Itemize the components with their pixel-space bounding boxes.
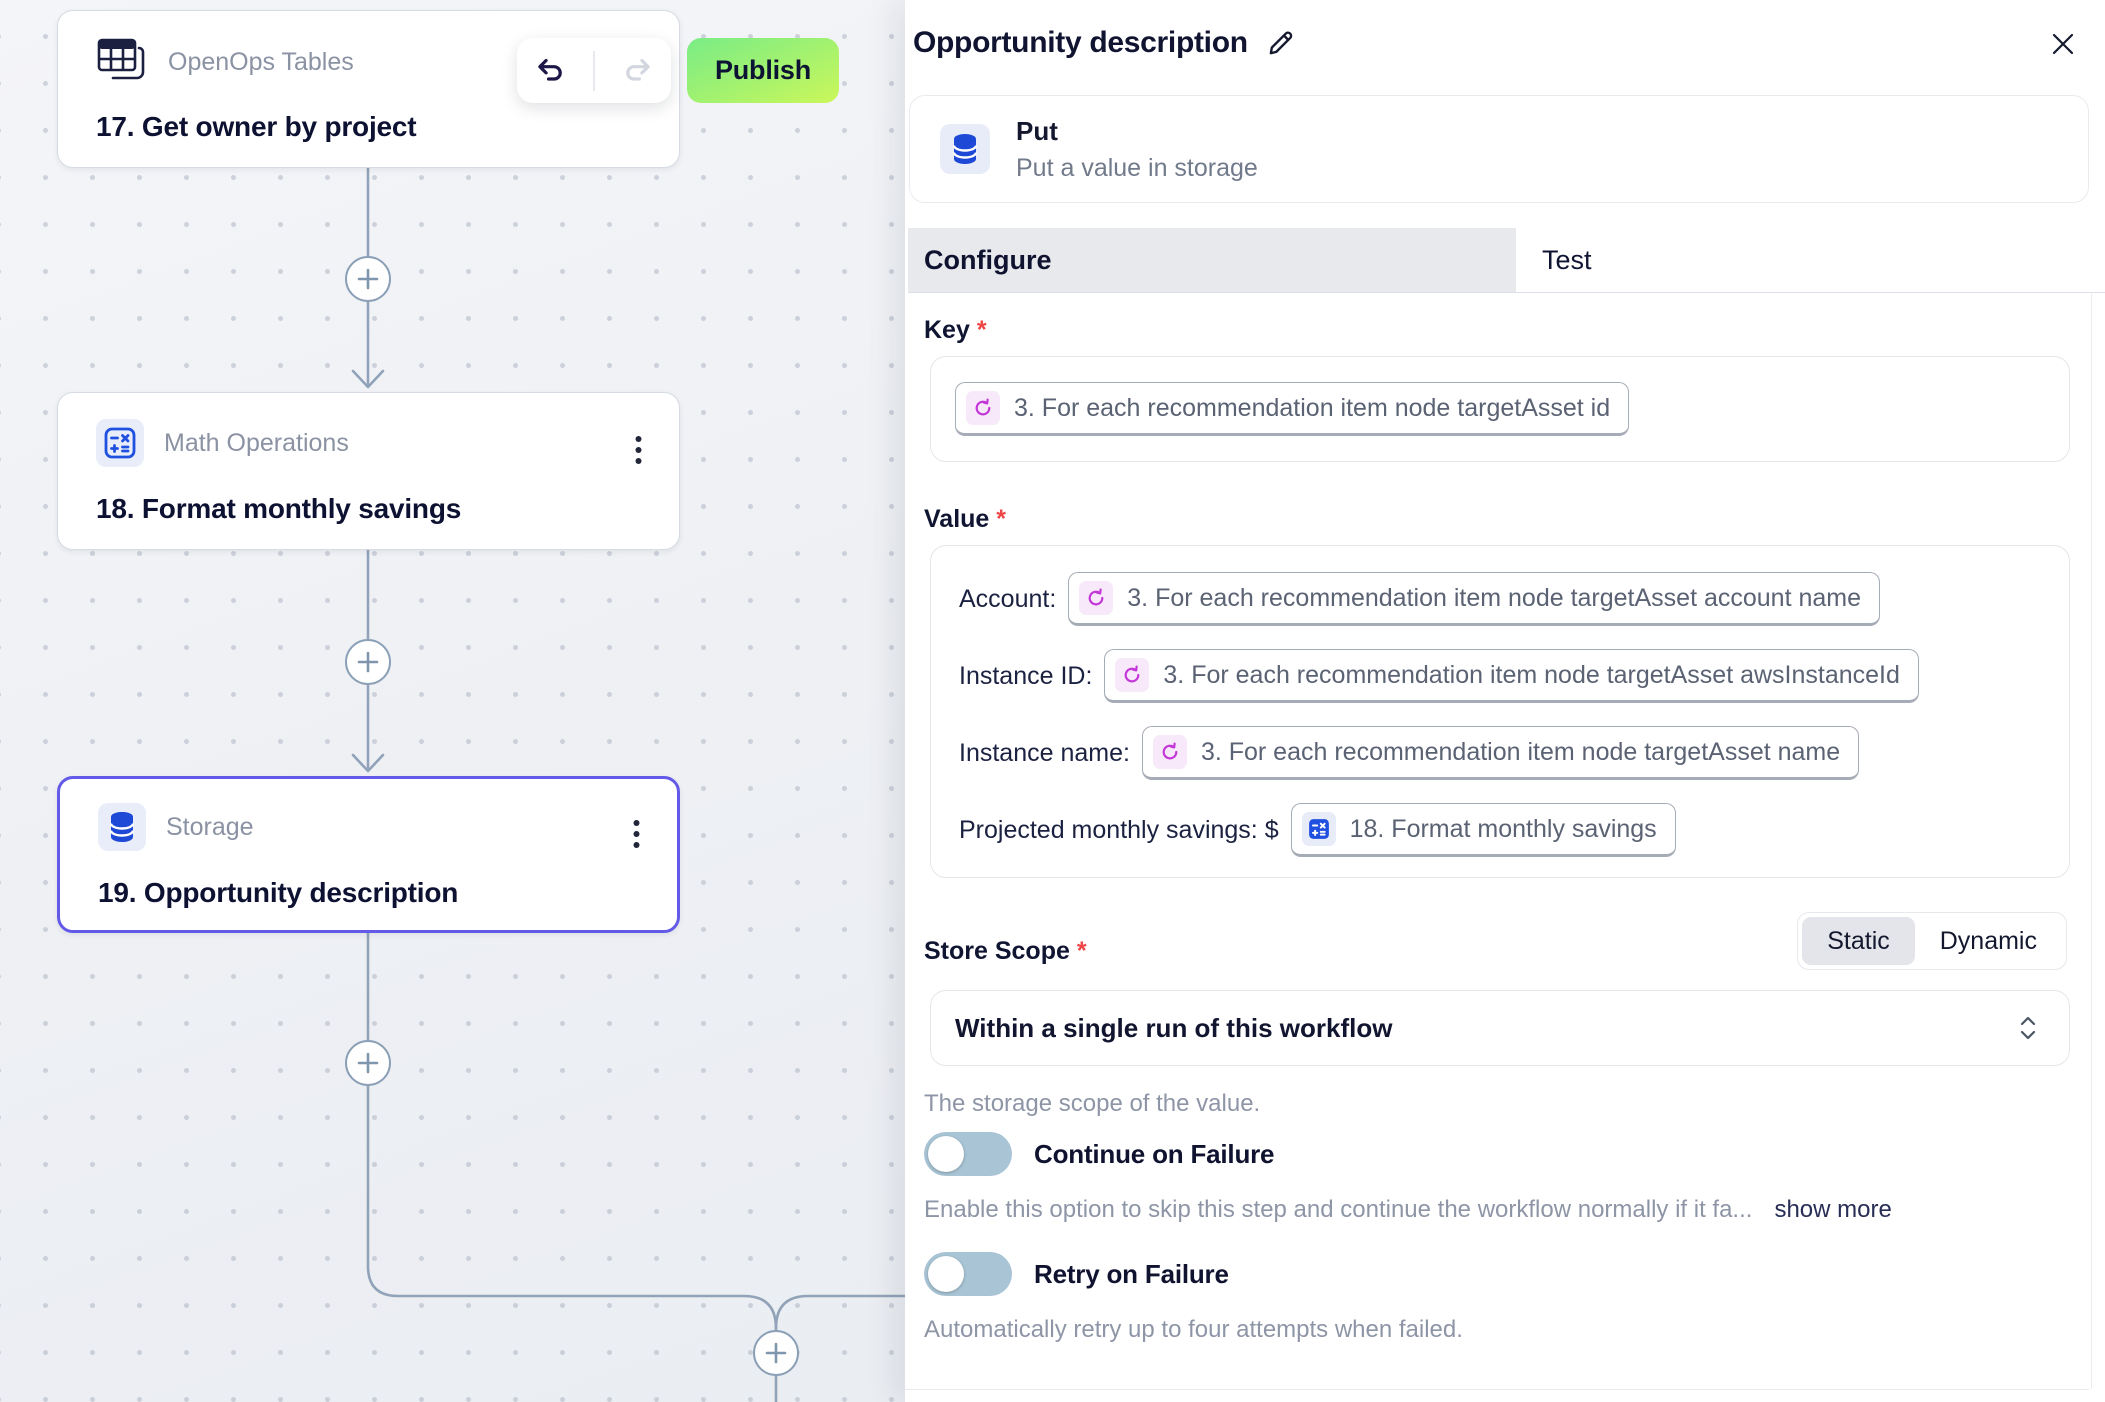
- redo-icon: [625, 58, 650, 81]
- panel-footer-divider: [905, 1389, 2089, 1390]
- content-right-rail: [2091, 293, 2092, 1389]
- toggle-knob: [928, 1256, 964, 1292]
- mode-static[interactable]: Static: [1802, 917, 1915, 965]
- value-line: Projected monthly savings: $ 18. Format …: [959, 803, 2069, 857]
- loop-icon: [1152, 735, 1187, 769]
- node-opportunity-description[interactable]: Storage 19. Opportunity description: [57, 776, 680, 933]
- value-line: Account: 3. For each recommendation item…: [959, 572, 2069, 626]
- pencil-icon: [1269, 31, 1292, 55]
- math-icon: [96, 419, 144, 467]
- action-name: Put: [1016, 115, 1058, 146]
- publish-button[interactable]: Publish: [687, 38, 839, 103]
- history-toolbar: [517, 38, 671, 103]
- database-icon: [98, 803, 146, 851]
- edit-name-button[interactable]: [1266, 28, 1296, 58]
- node-app-label: Math Operations: [164, 428, 349, 457]
- value-line-prefix: Account:: [959, 584, 1057, 613]
- retry-on-failure-label: Retry on Failure: [1034, 1258, 1229, 1289]
- value-token-chip[interactable]: 3. For each recommendation item node tar…: [1141, 726, 1860, 780]
- continue-on-failure-label: Continue on Failure: [1034, 1138, 1275, 1169]
- workflow-connectors: [351, 166, 905, 1402]
- math-icon: [1301, 812, 1336, 846]
- workflow-canvas[interactable]: OpenOps Tables 17. Get owner by project …: [0, 0, 905, 1402]
- node-menu-button[interactable]: [621, 817, 651, 851]
- value-line-prefix: Projected monthly savings: $: [959, 815, 1279, 844]
- store-scope-label: Store Scope *: [924, 937, 1087, 965]
- redo-button[interactable]: [610, 44, 664, 98]
- store-scope-select[interactable]: Within a single run of this workflow: [930, 990, 2070, 1066]
- loop-icon: [1079, 581, 1114, 615]
- store-scope-mode-switch: Static Dynamic: [1797, 912, 2067, 970]
- store-scope-help: The storage scope of the value.: [924, 1090, 1261, 1117]
- node-format-monthly-savings[interactable]: Math Operations 18. Format monthly savin…: [57, 392, 680, 550]
- continue-on-failure-toggle[interactable]: [924, 1132, 1012, 1176]
- step-settings-panel: Opportunity description Put Put a value …: [905, 0, 2105, 1402]
- tab-configure[interactable]: Configure: [908, 228, 1516, 292]
- toolbar-divider: [593, 50, 595, 91]
- key-input[interactable]: 3. For each recommendation item node tar…: [930, 356, 2070, 462]
- add-step-button[interactable]: [345, 256, 391, 302]
- toggle-knob: [928, 1136, 964, 1172]
- action-summary-card: Put Put a value in storage: [909, 95, 2089, 203]
- key-field-label: Key *: [924, 316, 987, 344]
- add-step-button[interactable]: [345, 1040, 391, 1086]
- show-more-link[interactable]: show more: [1774, 1196, 1892, 1223]
- value-token-chip[interactable]: 18. Format monthly savings: [1290, 803, 1676, 857]
- continue-on-failure-help-row: Enable this option to skip this step and…: [924, 1196, 1892, 1224]
- undo-icon: [538, 58, 563, 81]
- retry-on-failure-row: Retry on Failure: [924, 1252, 1229, 1296]
- mode-dynamic[interactable]: Dynamic: [1939, 926, 2037, 955]
- value-line-prefix: Instance name:: [959, 738, 1130, 767]
- panel-title: Opportunity description: [913, 26, 1248, 59]
- node-menu-button[interactable]: [623, 433, 653, 467]
- add-step-button[interactable]: [345, 639, 391, 685]
- node-app-label: Storage: [166, 812, 254, 841]
- retry-on-failure-help: Automatically retry up to four attempts …: [924, 1316, 1463, 1343]
- undo-button[interactable]: [524, 44, 578, 98]
- tab-test[interactable]: Test: [1516, 228, 2105, 292]
- close-icon: [2052, 33, 2074, 55]
- store-scope-value: Within a single run of this workflow: [955, 1012, 1393, 1043]
- value-field-label: Value *: [924, 505, 1007, 533]
- close-panel-button[interactable]: [2049, 30, 2077, 58]
- node-app-label: OpenOps Tables: [168, 48, 354, 76]
- tables-icon: [96, 37, 148, 88]
- key-token-text: 3. For each recommendation item node tar…: [1014, 393, 1611, 422]
- action-description: Put a value in storage: [1016, 153, 1258, 182]
- node-title: 17. Get owner by project: [96, 111, 417, 142]
- node-title: 18. Format monthly savings: [96, 493, 462, 524]
- chevron-up-down-icon: [2015, 1013, 2041, 1043]
- key-token-chip[interactable]: 3. For each recommendation item node tar…: [955, 382, 1630, 436]
- value-token-chip[interactable]: 3. For each recommendation item node tar…: [1104, 649, 1919, 703]
- value-line: Instance name: 3. For each recommendatio…: [959, 726, 2069, 780]
- node-title: 19. Opportunity description: [98, 877, 459, 908]
- database-icon: [940, 124, 990, 174]
- panel-tabs: Configure Test: [908, 228, 2105, 293]
- value-line-prefix: Instance ID:: [959, 661, 1093, 690]
- add-step-button[interactable]: [753, 1330, 799, 1376]
- retry-on-failure-toggle[interactable]: [924, 1252, 1012, 1296]
- loop-icon: [1115, 658, 1150, 692]
- value-token-chip[interactable]: 3. For each recommendation item node tar…: [1068, 572, 1881, 626]
- value-line: Instance ID: 3. For each recommendation …: [959, 649, 2069, 703]
- value-input[interactable]: Account: 3. For each recommendation item…: [930, 545, 2070, 878]
- continue-on-failure-row: Continue on Failure: [924, 1132, 1275, 1176]
- loop-icon: [966, 391, 1000, 425]
- continue-on-failure-help: Enable this option to skip this step and…: [924, 1196, 1753, 1223]
